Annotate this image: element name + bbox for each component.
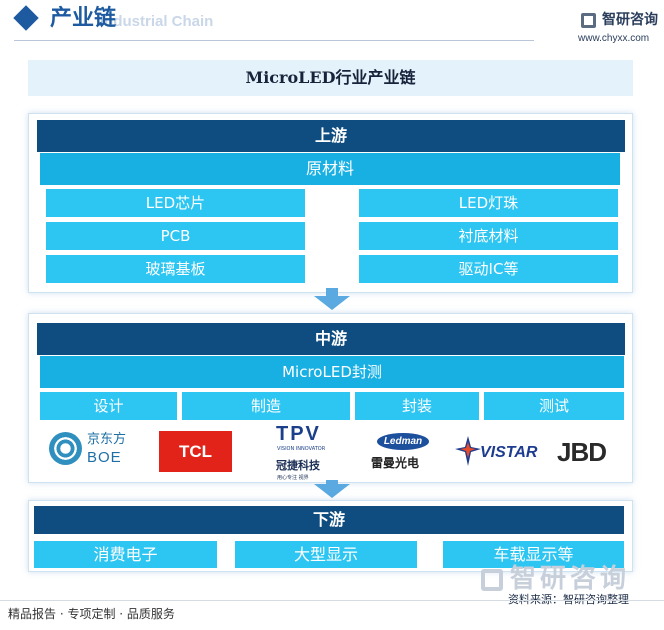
boe-logo-icon bbox=[49, 432, 82, 465]
upstream-item-led-bead: LED灯珠 bbox=[359, 189, 618, 217]
midstream-title: 中游 bbox=[37, 323, 625, 355]
tpv-name-cn: 冠捷科技 bbox=[276, 459, 320, 472]
footer-tagline: 精品报告 · 专项定制 · 品质服务 bbox=[8, 607, 175, 621]
midstream-category: MicroLED封测 bbox=[40, 356, 624, 388]
upstream-item-substrate-material: 衬底材料 bbox=[359, 222, 618, 250]
downstream-item-large-display: 大型显示 bbox=[235, 541, 417, 568]
brand-name: 智研咨询 bbox=[602, 12, 658, 28]
midstream-step-packaging: 封装 bbox=[355, 392, 479, 420]
downstream-title: 下游 bbox=[34, 506, 624, 534]
vistar-star-icon bbox=[455, 436, 481, 466]
boe-name-cn: 京东方 bbox=[87, 432, 127, 447]
tpv-logo-mark: TPV bbox=[276, 423, 321, 445]
ledman-name-cn: 雷曼光电 bbox=[371, 456, 420, 470]
tcl-logo: TCL bbox=[159, 431, 232, 472]
upstream-item-driver-ic: 驱动IC等 bbox=[359, 255, 618, 283]
upstream-item-glass-substrate: 玻璃基板 bbox=[46, 255, 305, 283]
jbd-logo: JBD bbox=[557, 437, 607, 467]
brand-url: www.chyxx.com bbox=[578, 33, 650, 44]
midstream-step-testing: 测试 bbox=[484, 392, 624, 420]
diagram-title-band bbox=[28, 60, 633, 96]
ledman-logo: Ledman bbox=[377, 433, 429, 450]
header-subtitle: Industrial Chain bbox=[100, 13, 214, 30]
header-diamond-icon bbox=[13, 5, 39, 31]
upstream-item-led-chip: LED芯片 bbox=[46, 189, 305, 217]
watermark-brand: 智研咨询 bbox=[510, 564, 631, 594]
downstream-item-automotive-display: 车载显示等 bbox=[443, 541, 624, 568]
upstream-item-pcb: PCB bbox=[46, 222, 305, 250]
boe-name-en: BOE bbox=[87, 449, 122, 466]
diagram-title: MicroLED行业产业链 bbox=[245, 68, 416, 87]
flow-arrow-down-icon bbox=[314, 484, 350, 498]
tpv-logo-tagline: VISION INNOVATOR bbox=[277, 446, 326, 452]
header-divider bbox=[14, 40, 534, 41]
downstream-item-consumer-electronics: 消费电子 bbox=[34, 541, 217, 568]
footer-divider bbox=[0, 600, 664, 601]
vistar-logo: VISTAR bbox=[480, 444, 538, 461]
brand-logo-icon bbox=[581, 13, 596, 28]
flow-arrow-down-icon bbox=[314, 296, 350, 310]
source-note: 资料来源：智研咨询整理 bbox=[508, 593, 629, 606]
upstream-category: 原材料 bbox=[40, 153, 620, 185]
midstream-step-manufacture: 制造 bbox=[182, 392, 350, 420]
tpv-slogan: 用心专注 视界 bbox=[277, 475, 309, 481]
midstream-step-design: 设计 bbox=[40, 392, 177, 420]
upstream-title: 上游 bbox=[37, 120, 625, 152]
flow-arrow-stem bbox=[326, 288, 338, 296]
header-title: 产业链 bbox=[50, 6, 117, 31]
watermark-logo-icon bbox=[481, 569, 503, 591]
flow-arrow-stem bbox=[326, 480, 338, 484]
